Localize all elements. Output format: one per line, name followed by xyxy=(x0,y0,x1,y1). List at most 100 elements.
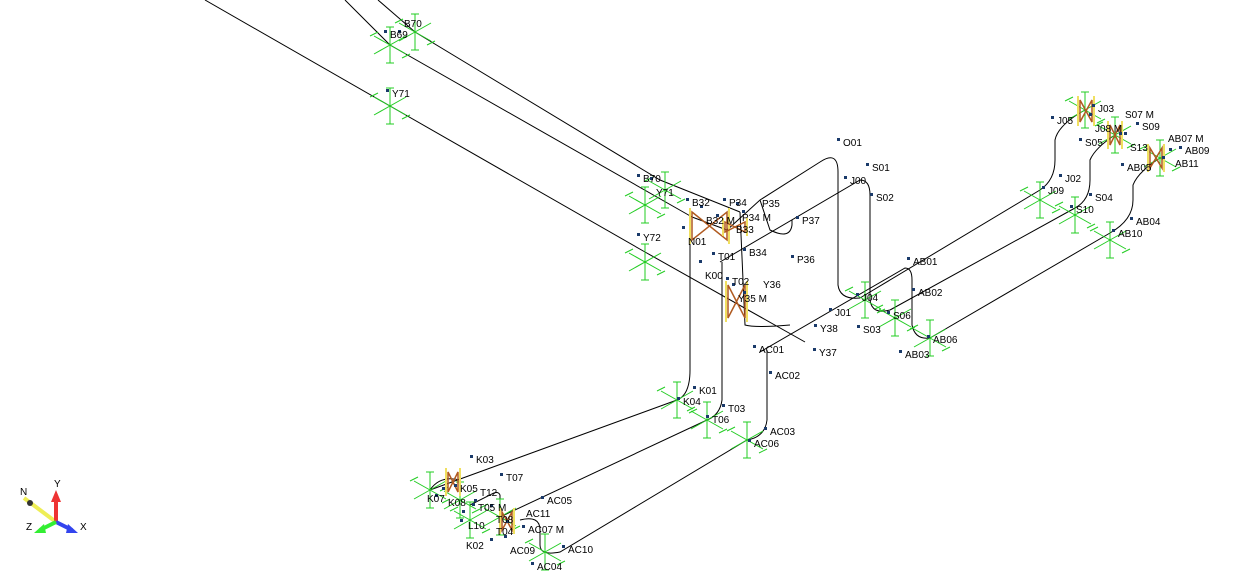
support-stroke xyxy=(726,426,736,432)
node-label: AC02 xyxy=(775,371,800,382)
support-stroke xyxy=(373,96,407,116)
node-label: B32 M xyxy=(706,216,735,227)
support-stroke xyxy=(1019,186,1029,192)
node-point xyxy=(837,138,840,141)
node-point xyxy=(677,397,680,400)
pipe-segment xyxy=(519,350,768,554)
node-label: K07 xyxy=(427,494,445,505)
node-point xyxy=(562,545,565,548)
north-axis-cap xyxy=(27,500,33,506)
node-point xyxy=(907,257,910,260)
pipe-support-icon xyxy=(686,401,728,439)
support-stroke xyxy=(1139,144,1149,150)
node-point xyxy=(753,345,756,348)
node-point xyxy=(1070,205,1073,208)
node-label: AC01 xyxy=(759,345,784,356)
node-point xyxy=(857,325,860,328)
node-label: J04 xyxy=(862,293,879,304)
node-point xyxy=(1130,217,1133,220)
axis-triad: N Y X Z xyxy=(20,479,87,533)
node-label: AB07 M xyxy=(1168,134,1204,145)
pipe-support-icon xyxy=(1019,181,1061,219)
node-point xyxy=(732,283,735,286)
node-point xyxy=(743,291,746,294)
node-point xyxy=(748,439,751,442)
node-point xyxy=(386,89,389,92)
node-point xyxy=(887,311,890,314)
node-label: T04 xyxy=(496,527,514,538)
node-label: S04 xyxy=(1095,193,1113,204)
node-point xyxy=(500,473,503,476)
node-label: S02 xyxy=(876,193,894,204)
node-point xyxy=(813,348,816,351)
node-label: K08 xyxy=(448,498,466,509)
node-point xyxy=(1112,229,1115,232)
pipe-support-icon xyxy=(1089,221,1131,259)
node-point xyxy=(506,520,509,523)
support-stroke xyxy=(848,290,882,310)
node-point xyxy=(1089,113,1092,116)
node-label: S05 xyxy=(1085,138,1103,149)
support-stroke xyxy=(1094,121,1104,127)
pipe-segment xyxy=(929,157,1161,339)
node-point xyxy=(912,288,915,291)
support-stroke xyxy=(401,114,411,120)
node-label: K03 xyxy=(476,455,494,466)
node-label: S10 xyxy=(1076,205,1094,216)
support-stroke xyxy=(1058,205,1092,225)
node-label: K00 xyxy=(705,271,723,282)
node-point xyxy=(1059,174,1062,177)
valve-icon xyxy=(501,509,513,533)
node-label: S13 xyxy=(1130,143,1148,154)
z-axis-arrow xyxy=(34,524,46,533)
node-point xyxy=(736,202,739,205)
node-point xyxy=(699,260,702,263)
node-label: J05 xyxy=(1057,116,1074,127)
node-label: P36 xyxy=(797,255,815,266)
support-stroke xyxy=(656,270,666,276)
support-stroke xyxy=(624,248,634,254)
support-stroke xyxy=(758,448,768,454)
node-point xyxy=(1169,148,1172,151)
y-label: Y xyxy=(54,479,61,490)
node-label: Y71 xyxy=(656,188,674,199)
node-point xyxy=(1042,186,1045,189)
node-label: P34 xyxy=(729,198,747,209)
pipe-support-icon xyxy=(624,243,666,281)
node-point xyxy=(435,494,438,497)
support-stroke xyxy=(449,506,459,512)
support-stroke xyxy=(730,430,764,450)
node-label: S09 xyxy=(1142,122,1160,133)
support-stroke xyxy=(479,503,489,509)
y-axis-arrow xyxy=(51,490,61,502)
support-stroke xyxy=(1096,118,1106,124)
node-label: S03 xyxy=(863,325,881,336)
node-label: K01 xyxy=(699,386,717,397)
north-label: N xyxy=(20,487,27,498)
support-stroke xyxy=(878,308,912,328)
node-point xyxy=(764,427,767,430)
node-point xyxy=(474,499,477,502)
pipe-segment xyxy=(377,0,741,213)
node-label: N01 xyxy=(688,237,707,248)
node-point xyxy=(531,562,534,565)
node-point xyxy=(1092,104,1095,107)
support-stroke xyxy=(1023,190,1057,210)
pipe-segment xyxy=(429,478,461,491)
node-label: T03 xyxy=(728,404,746,415)
node-label: O01 xyxy=(843,138,862,149)
node-point xyxy=(723,198,726,201)
node-point xyxy=(866,163,869,166)
node-label: J03 xyxy=(1098,104,1115,115)
pipe-support-icon xyxy=(524,533,566,571)
pipe-segment xyxy=(759,199,793,235)
support-stroke xyxy=(1093,230,1127,250)
node-label: AC05 xyxy=(547,496,572,507)
node-point xyxy=(693,386,696,389)
node-label: S01 xyxy=(872,163,890,174)
node-point xyxy=(856,293,859,296)
x-axis-arrow xyxy=(66,524,78,533)
support-stroke xyxy=(369,92,379,98)
